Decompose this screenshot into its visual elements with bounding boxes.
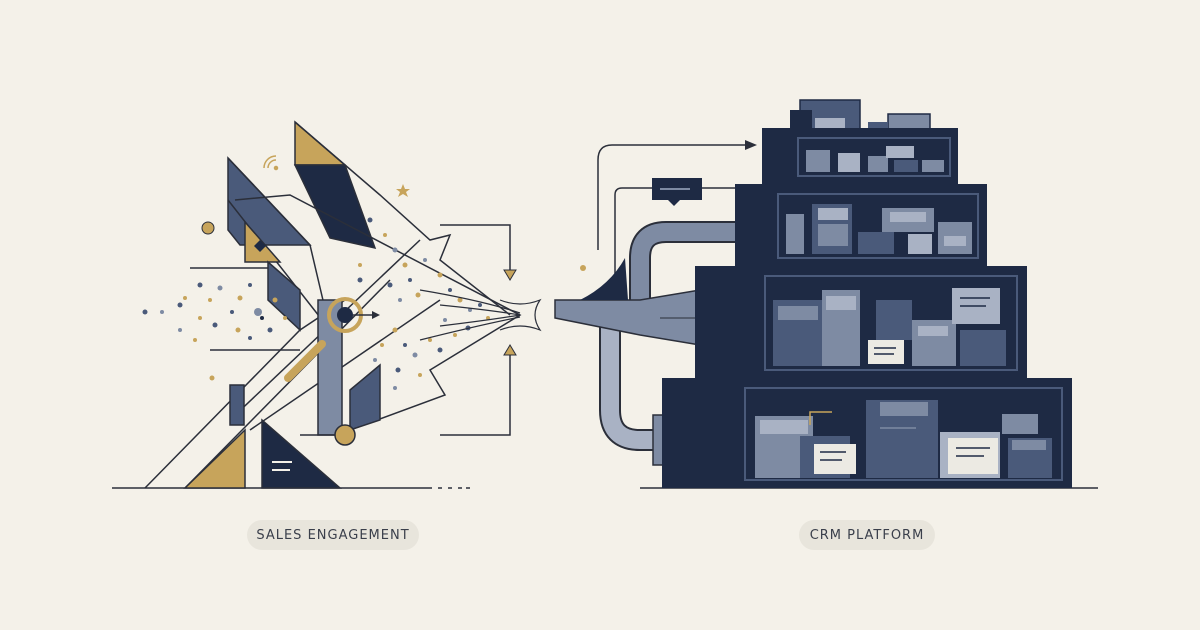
arrow-outline [234,194,522,431]
arrow-outline [294,121,511,316]
arrow-icon [372,311,380,319]
gold-triangle [244,220,282,263]
gold-pill [284,340,326,382]
crm-platform-label: CRM PLATFORM [799,520,935,550]
arrow-outline [227,157,331,331]
arrow-right-icon [745,140,757,150]
slate-slab [267,260,301,332]
target-center [337,307,353,323]
gold-bracket [809,411,832,425]
diagonal-stroke [249,299,441,431]
star-icon [396,184,410,197]
funnel-icon [419,289,542,341]
connector-lines [440,144,745,436]
gold-dot-marker [201,221,215,235]
vertical-bar [229,384,245,426]
particle-dots [142,217,586,390]
arrow-down-icon [503,269,517,281]
gold-node [334,424,356,446]
arrow-shape-navy [293,164,377,250]
signal-icon [263,155,279,171]
arrow-up-icon [503,344,517,356]
spout-lip [580,258,628,300]
database-icon [662,99,1072,488]
navy-wedge [349,363,381,432]
gold-triangle-mark [254,240,266,252]
sales-engagement-graphic [142,120,586,489]
gold-bottom-triangle [183,428,246,489]
sales-engagement-label: SALES ENGAGEMENT [247,520,419,550]
message-bubble-tail [668,200,680,206]
